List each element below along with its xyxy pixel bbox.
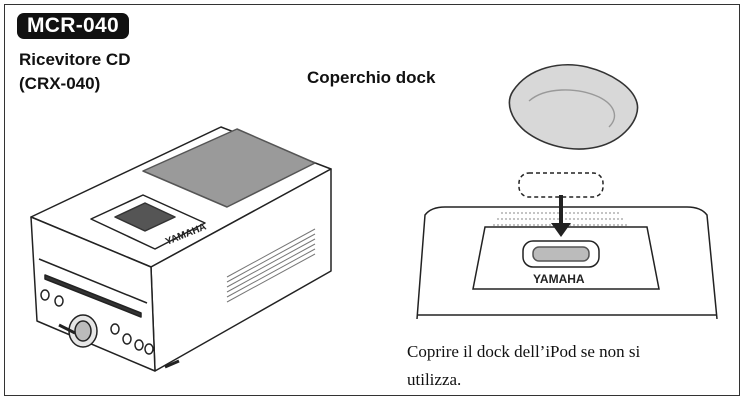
dock-cover-illustration <box>508 64 639 150</box>
cover-ghost-outline <box>518 172 604 198</box>
front-button <box>144 343 154 355</box>
dock-top-view-illustration: YAMAHA <box>416 172 718 319</box>
insert-arrow <box>551 223 571 237</box>
receiver-label: Ricevitore CD <box>19 50 131 69</box>
front-button <box>122 333 132 345</box>
caption-line-2: utilizza. <box>407 370 462 389</box>
disc-slot <box>44 274 142 318</box>
dock-cover-part <box>508 64 639 150</box>
front-button <box>54 295 64 307</box>
model-badge: MCR-040 <box>17 13 129 39</box>
front-button <box>110 323 120 335</box>
caption-line-1: Coprire il dock dell’iPod se non si <box>407 342 641 361</box>
figure-frame: MCR-040 Ricevitore CD (CRX-040) Coperchi… <box>4 4 740 396</box>
unit-top-outline <box>416 206 718 319</box>
cd-receiver-illustration: YAMAHA <box>30 126 332 372</box>
dock-cover-label: Coperchio dock <box>307 68 436 87</box>
receiver-top-grille <box>142 128 316 208</box>
front-button <box>40 289 50 301</box>
front-button <box>134 339 144 351</box>
dock-brand-logo: YAMAHA <box>533 272 585 286</box>
receiver-model-label: (CRX-040) <box>19 74 101 93</box>
